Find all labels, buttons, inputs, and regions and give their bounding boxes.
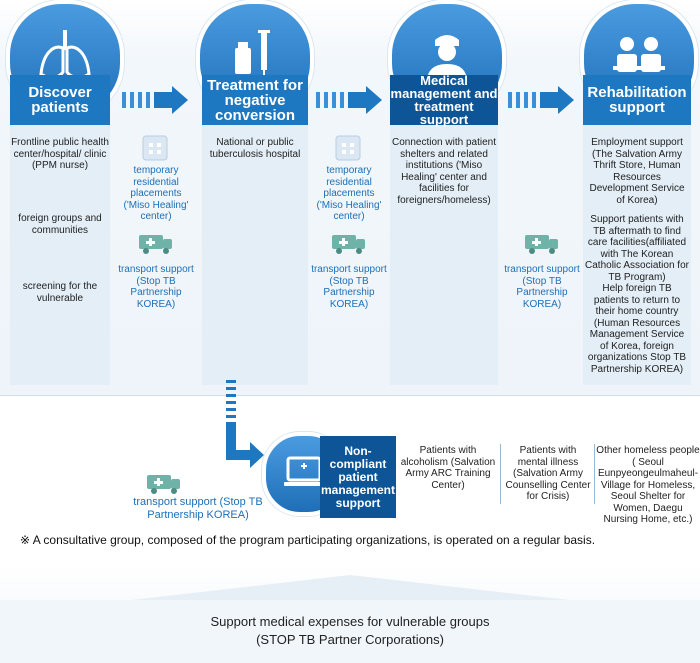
group-divider [500,444,501,504]
transport-3: transport support (Stop TB Partnership K… [504,264,580,310]
shelter-icon [335,135,361,161]
arrow-right-icon [508,86,574,114]
base-box [0,600,700,663]
discover-item-2: foreign groups and communities [18,213,102,236]
col-treatment-bg [202,75,308,385]
ambulance-icon [525,235,558,254]
arrow-right-icon [122,86,188,114]
section-divider [0,395,700,396]
rehab-item-3: Help foreign TB patients to return to th… [587,283,687,375]
group-mental-illness: Patients with mental illness (Salvation … [505,445,591,502]
col-discover-bg [10,75,110,385]
rehab-item-2: Support patients with TB aftermath to fi… [585,214,689,283]
temp-placement-2: temporary residential placements ('Miso … [316,165,382,222]
stage-discover: Discover patients [10,75,110,125]
ambulance-icon [139,235,172,254]
shelter-icon [142,135,168,161]
col-medical-bg [390,75,498,385]
stage-treatment: Treatment for negative conversion [202,75,308,125]
ambulance-icon [147,475,180,494]
stage-noncompliant: Non-compliant patient management support [320,436,396,518]
transport-2: transport support (Stop TB Partnership K… [311,264,387,310]
treatment-text: National or public tuberculosis hospital [209,137,301,160]
transport-bottom: transport support (Stop TB Partnership K… [133,496,263,521]
discover-item-1: Frontline public health center/hospital/… [11,137,109,171]
medical-text: Connection with patient shelters and rel… [392,137,496,206]
arrow-down-right-icon [226,380,264,468]
stage-rehab: Rehabilitation support [583,75,691,125]
arrow-right-icon [316,86,382,114]
footer-line-2: (STOP TB Partner Corporations) [256,632,444,647]
stage-medical: Medical management and treatment support [390,73,498,127]
consultative-note: ※ A consultative group, composed of the … [20,533,596,547]
discover-item-3: screening for the vulnerable [22,281,98,304]
col-rehab-bg [583,75,691,385]
footer-line-1: Support medical expenses for vulnerable … [210,614,490,629]
rehab-item-1: Employment support (The Salvation Army T… [589,137,685,206]
transport-1: transport support (Stop TB Partnership K… [118,264,194,310]
group-divider [594,444,595,504]
temp-placement-1: temporary residential placements ('Miso … [123,165,189,222]
group-alcoholism: Patients with alcoholism (Salvation Army… [400,445,496,491]
ambulance-icon [332,235,365,254]
group-homeless: Other homeless people ( Seoul Eunpyeonge… [596,445,700,525]
